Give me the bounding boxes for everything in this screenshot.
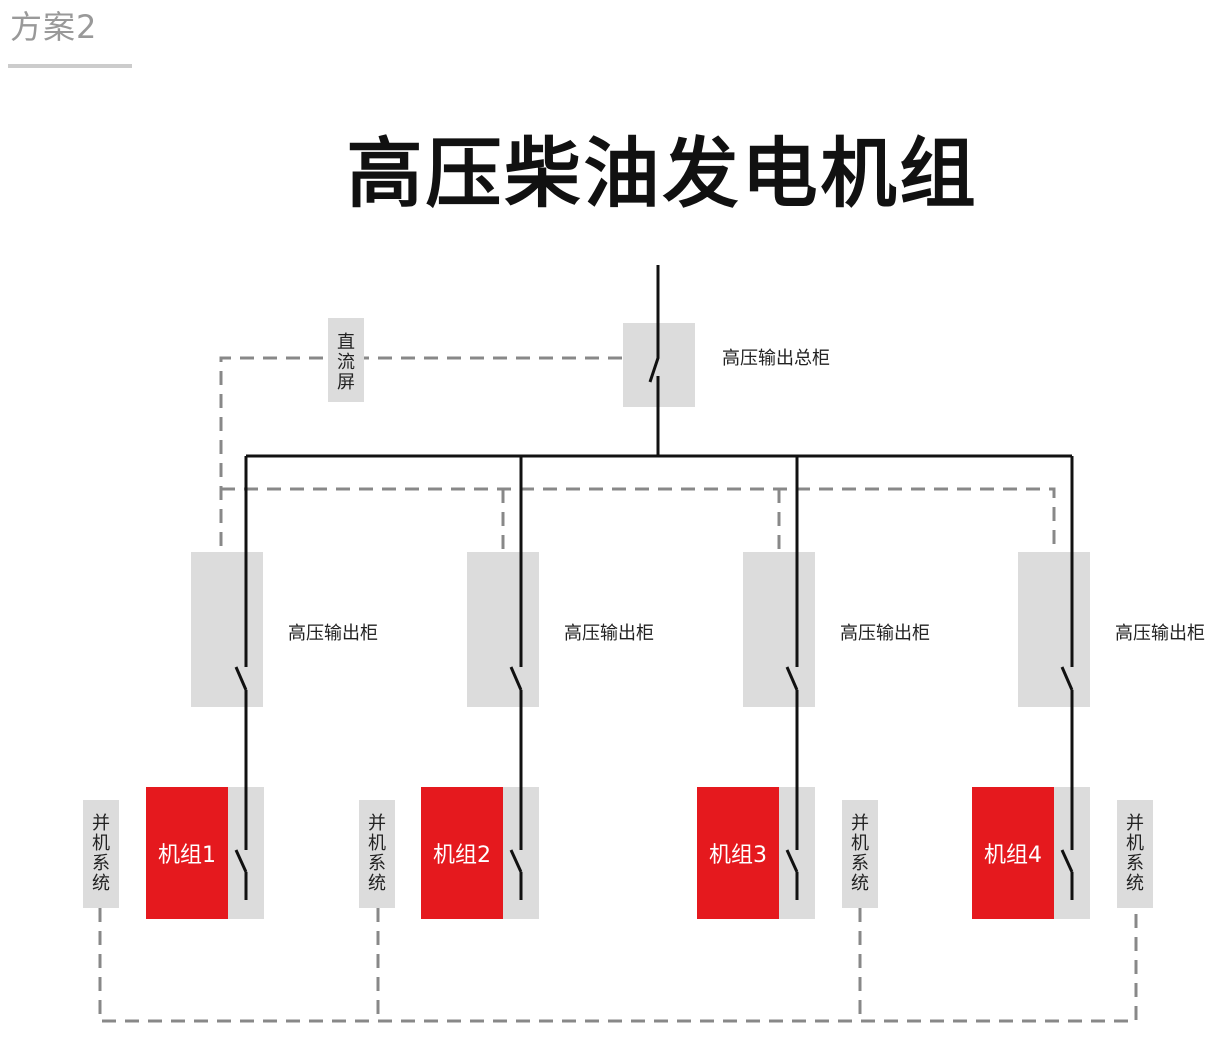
- dc-panel-wire: [219, 356, 622, 552]
- generator-red-block-2: [421, 787, 503, 919]
- output-cabinet-3: 高压输出柜: [743, 552, 930, 707]
- output-cabinet-1: 高压输出柜: [191, 552, 378, 707]
- parallel-system-label-3: 并机系统: [851, 813, 869, 894]
- feeder-3: [785, 456, 799, 900]
- generator-red-block-1: [146, 787, 228, 919]
- parallel-system-4: 并机系统: [1117, 800, 1153, 908]
- dc-panel-label: 直流屏: [337, 332, 355, 393]
- output-cabinet-label-3: 高压输出柜: [840, 623, 930, 644]
- dc-panel: 直流屏: [328, 318, 364, 402]
- parallel-system-3: 并机系统: [842, 800, 878, 908]
- feeder-4: [1060, 456, 1074, 900]
- parallel-system-label-2: 并机系统: [368, 813, 386, 894]
- generator-label-3: 机组3: [709, 843, 767, 868]
- incoming-line: [648, 265, 660, 456]
- power-lines: [234, 265, 1074, 900]
- cabinet-control-bus: [221, 487, 1056, 552]
- tab-label[interactable]: 方案2: [10, 8, 98, 46]
- output-cabinet-2: 高压输出柜: [467, 552, 654, 707]
- tab-underline: [8, 64, 132, 68]
- output-cabinet-label-1: 高压输出柜: [288, 623, 378, 644]
- parallel-system-2: 并机系统: [359, 800, 395, 908]
- generator-3: 机组3: [697, 787, 815, 919]
- output-cabinet-4: 高压输出柜: [1018, 552, 1205, 707]
- feeder-1: [234, 456, 248, 900]
- parallel-system-1: 并机系统: [83, 800, 119, 908]
- generator-red-block-3: [697, 787, 779, 919]
- generator-label-4: 机组4: [984, 843, 1042, 868]
- generator-red-block-4: [972, 787, 1054, 919]
- control-wiring: [98, 356, 1138, 1023]
- output-cabinet-label-4: 高压输出柜: [1115, 623, 1205, 644]
- generator-label-1: 机组1: [158, 843, 216, 868]
- generator-2: 机组2: [421, 787, 539, 919]
- page-title: 高压柴油发电机组: [346, 129, 979, 218]
- output-cabinet-label-2: 高压输出柜: [564, 623, 654, 644]
- main-cabinet-label: 高压输出总柜: [722, 348, 830, 369]
- parallel-system-label-1: 并机系统: [92, 813, 110, 894]
- parallel-bus: [98, 908, 1138, 1023]
- parallel-system-label-4: 并机系统: [1126, 813, 1144, 894]
- generator-label-2: 机组2: [433, 843, 491, 868]
- feeder-2: [509, 456, 523, 900]
